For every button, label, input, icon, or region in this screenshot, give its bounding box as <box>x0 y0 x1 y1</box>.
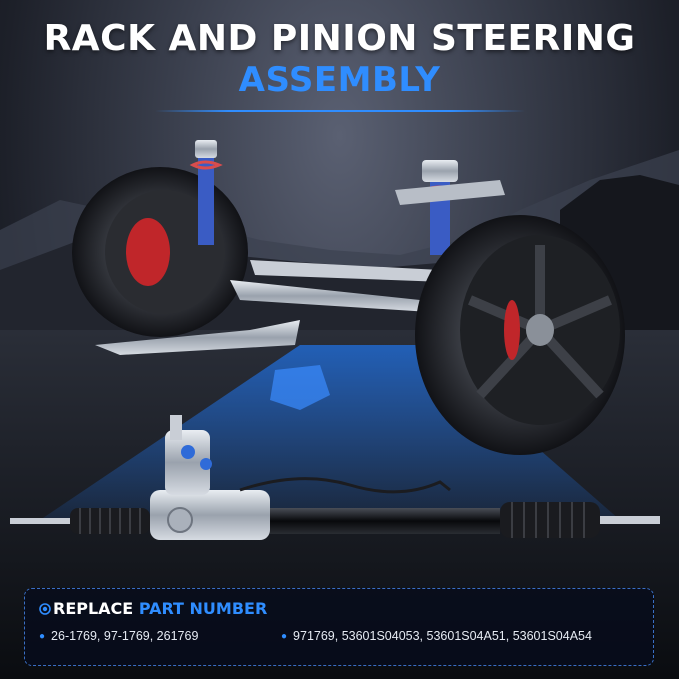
part-number-list-right: ● 971769, 53601S04053, 53601S04A51, 53601… <box>281 629 592 643</box>
suspension-assembly <box>72 140 625 455</box>
page-subtitle: ASSEMBLY <box>238 60 441 100</box>
panel-heading: REPLACE PART NUMBER <box>39 599 267 618</box>
replace-part-number-panel: REPLACE PART NUMBER ● 26-1769, 97-1769, 2… <box>24 588 654 666</box>
steering-rack <box>10 415 660 540</box>
target-icon <box>39 603 51 615</box>
heading-part-number-label: PART NUMBER <box>138 599 268 618</box>
heading-replace-label: REPLACE <box>53 599 134 618</box>
bullet-dot: ● <box>39 631 46 642</box>
part-numbers-right: 971769, 53601S04053, 53601S04A51, 53601S… <box>293 629 592 643</box>
part-numbers-left: 26-1769, 97-1769, 261769 <box>51 629 199 643</box>
bullet-dot: ● <box>281 631 288 642</box>
part-number-list-left: ● 26-1769, 97-1769, 261769 <box>39 629 198 643</box>
title-underline <box>155 110 525 112</box>
page-title: RACK AND PINION STEERING <box>43 18 636 59</box>
